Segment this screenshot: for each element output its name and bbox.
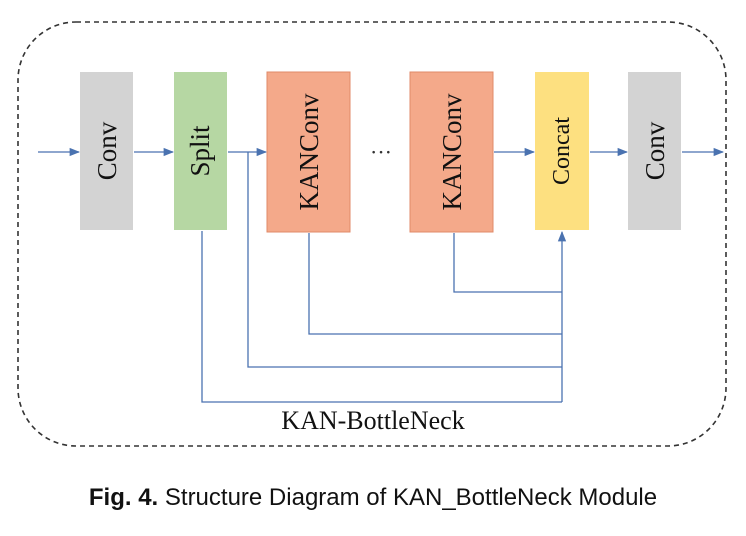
skip-split-inner	[247, 152, 562, 368]
block-conv-out: Conv	[628, 72, 681, 230]
block-concat-label: Concat	[549, 117, 575, 185]
skip-kanconv-1	[308, 233, 562, 335]
skip-split-outer	[201, 231, 562, 403]
figure-number: Fig. 4.	[88, 484, 159, 511]
block-split: Split	[174, 72, 227, 230]
block-conv-in: Conv	[80, 72, 133, 230]
block-conv-out-label: Conv	[640, 121, 670, 180]
figure-caption: Fig. 4. Structure Diagram of KAN_BottleN…	[0, 484, 746, 512]
block-conv-in-label: Conv	[92, 121, 122, 180]
block-kanconv-n-label: KANConv	[437, 93, 467, 211]
block-kanconv-n: KANConv	[409, 71, 494, 233]
module-boundary	[17, 21, 727, 447]
figure-caption-text: Structure Diagram of KAN_BottleNeck Modu…	[158, 484, 658, 511]
block-concat: Concat	[535, 72, 589, 230]
block-kanconv-1: KANConv	[266, 71, 351, 233]
ellipsis: ···	[370, 140, 392, 165]
module-label: KAN-BottleNeck	[281, 406, 464, 435]
block-split-label: Split	[185, 125, 215, 177]
block-kanconv-1-label: KANConv	[294, 93, 324, 211]
skip-kanconv-n	[453, 233, 562, 293]
